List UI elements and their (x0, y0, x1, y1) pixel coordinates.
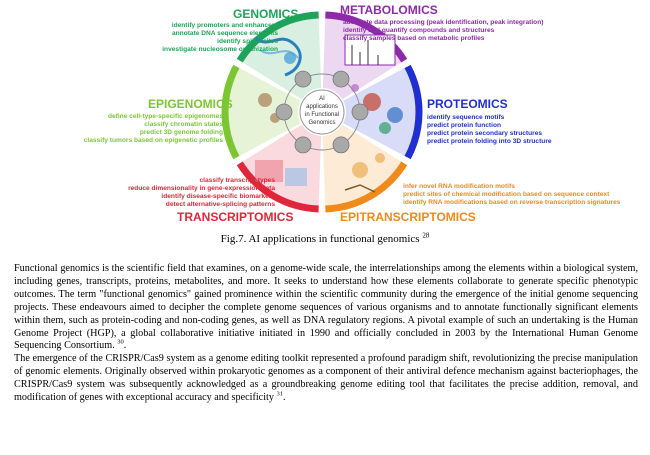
item-epigenomics: classify tumors based on epigenetic prof… (84, 137, 224, 144)
item-genomics: annotate DNA sequence elements (172, 30, 278, 37)
item-metabolomics: automate data processing (peak identific… (343, 19, 543, 26)
item-proteomics: predict protein function (427, 122, 501, 129)
item-epitranscriptomics: infer novel RNA modification motifs (403, 183, 515, 190)
paragraph-1-text: Functional genomics is the scientific fi… (14, 263, 638, 352)
sector-proteomics (343, 65, 423, 159)
item-genomics: identify splice sites (217, 38, 278, 45)
title-genomics: GENOMICS (233, 7, 298, 21)
sector-rim-transcriptomics (236, 161, 319, 213)
item-epitranscriptomics: predict sites of chemical modification b… (403, 191, 610, 198)
item-epigenomics: define cell-type-specific epigenomes (108, 113, 223, 120)
item-proteomics: identify sequence motifs (427, 114, 505, 121)
item-metabolomics: identify and quantify compounds and stru… (343, 27, 495, 34)
item-transcriptomics: classify transcript types (200, 177, 276, 184)
center-node (351, 103, 369, 121)
item-proteomics: predict protein folding into 3D structur… (427, 138, 552, 145)
center-label-line: in Functional (305, 112, 339, 118)
paragraph-2-reference: 31 (276, 390, 284, 398)
title-epigenomics: EPIGENOMICS (148, 97, 233, 111)
item-transcriptomics: reduce dimensionality in gene-expression… (128, 185, 275, 192)
center-label-line: AI (319, 96, 325, 102)
item-epigenomics: classify chromatin states (144, 121, 223, 128)
sector-rim-genomics (236, 11, 319, 63)
center-label-line: Genomics (308, 120, 335, 126)
item-metabolomics: classify samples based on metabolic prof… (343, 35, 485, 42)
center-label-line: applications (306, 104, 338, 110)
title-epitranscriptomics: EPITRANSCRIPTOMICS (340, 210, 476, 224)
center-node (332, 136, 350, 154)
caption-reference: 28 (422, 231, 430, 240)
title-proteomics: PROTEOMICS (427, 97, 508, 111)
paragraph-2-text: The emergence of the CRISPR/Cas9 system … (14, 353, 638, 404)
item-transcriptomics: identify disease-specific biomarkers (161, 193, 275, 200)
decorative-illustrations (254, 34, 403, 193)
title-transcriptomics: TRANSCRIPTOMICS (177, 210, 293, 224)
paragraph-2-tail: . (283, 392, 286, 404)
body-text: Functional genomics is the scientific fi… (14, 263, 638, 405)
center-node (275, 103, 293, 121)
item-proteomics: predict protein secondary structures (427, 130, 542, 137)
paragraph-1-tail: . (123, 340, 127, 352)
sector-rim-epigenomics (221, 64, 240, 160)
center-node (294, 136, 312, 154)
caption-text: Fig.7. AI applications in functional gen… (220, 233, 423, 245)
paragraph-1: Functional genomics is the scientific fi… (14, 263, 638, 353)
item-genomics: identify promoters and enhancers (172, 22, 279, 29)
sector-epigenomics (221, 65, 301, 159)
sector-rim-proteomics (404, 64, 423, 160)
item-epigenomics: predict 3D genome folding (140, 129, 223, 136)
sector-rim-metabolomics (325, 11, 408, 63)
center-node (294, 70, 312, 88)
item-epitranscriptomics: identify RNA modifications based on reve… (403, 199, 621, 206)
center-hub (299, 89, 345, 135)
paragraph-2: The emergence of the CRISPR/Cas9 system … (14, 353, 638, 405)
sector-rim-epitranscriptomics (325, 161, 408, 213)
center-node (332, 70, 350, 88)
figure-caption: Fig.7. AI applications in functional gen… (0, 231, 650, 245)
paragraph-1-reference: 30 (117, 339, 124, 347)
title-metabolomics: METABOLOMICS (340, 3, 438, 17)
item-transcriptomics: detect alternative-splicing patterns (166, 201, 276, 208)
item-genomics: investigate nucleosome organization (162, 46, 278, 53)
